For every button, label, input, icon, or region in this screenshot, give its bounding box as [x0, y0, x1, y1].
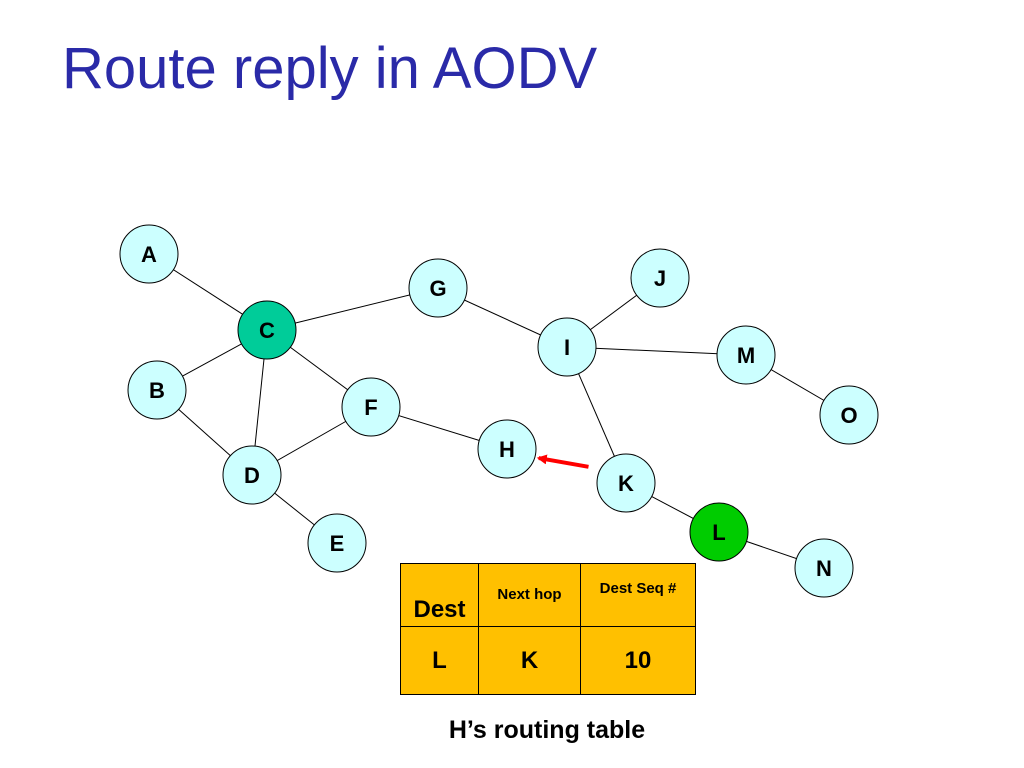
route-reply-arrow	[536, 454, 589, 469]
node-m: M	[716, 325, 776, 385]
node-m-label: M	[737, 343, 755, 368]
node-a-label: A	[141, 242, 157, 267]
arrow-layer	[536, 454, 589, 469]
node-i: I	[537, 317, 597, 377]
node-f-label: F	[364, 395, 377, 420]
nodes-layer: A B C D E F G H I J K L M N O	[119, 224, 879, 598]
node-i-label: I	[564, 335, 570, 360]
table-row: L K 10	[400, 626, 696, 695]
cell-dest: L	[400, 626, 479, 695]
node-h-circle	[477, 419, 537, 479]
node-o: O	[819, 385, 879, 445]
node-k-circle	[596, 453, 656, 513]
edge-i-m	[566, 346, 747, 356]
node-n-circle	[794, 538, 854, 598]
node-c: C	[237, 300, 297, 360]
cell-next-hop: K	[478, 626, 581, 695]
node-l: L	[689, 502, 749, 562]
node-m-circle	[716, 325, 776, 385]
node-g-label: G	[429, 276, 446, 301]
node-i-circle	[537, 317, 597, 377]
node-l-circle	[689, 502, 749, 562]
header-cell-dest: Dest	[400, 563, 479, 627]
node-e-label: E	[330, 531, 345, 556]
node-o-label: O	[840, 403, 857, 428]
node-g: G	[408, 258, 468, 318]
node-k-label: K	[618, 471, 634, 496]
node-h: H	[477, 419, 537, 479]
node-f-circle	[341, 377, 401, 437]
node-c-label: C	[259, 318, 275, 343]
node-j-label: J	[654, 266, 666, 291]
node-j: J	[630, 248, 690, 308]
node-n-label: N	[816, 556, 832, 581]
slide-title: Route reply in AODV	[62, 36, 598, 101]
node-b-label: B	[149, 378, 165, 403]
node-d-circle	[222, 445, 282, 505]
node-b-circle	[127, 360, 187, 420]
node-k: K	[596, 453, 656, 513]
node-l-label: L	[712, 520, 725, 545]
node-e-circle	[307, 513, 367, 573]
node-a: A	[119, 224, 179, 284]
node-f: F	[341, 377, 401, 437]
header-cell-next-hop: Next hop	[478, 563, 581, 627]
node-j-circle	[630, 248, 690, 308]
header-dest-seq: Dest Seq #	[599, 580, 677, 597]
header-dest: Dest	[413, 596, 466, 623]
header-cell-dest-seq: Dest Seq #	[580, 563, 696, 627]
node-a-circle	[119, 224, 179, 284]
node-e: E	[307, 513, 367, 573]
node-h-label: H	[499, 437, 515, 462]
routing-table-header-row: Dest Next hop Dest Seq #	[400, 563, 696, 627]
node-n: N	[794, 538, 854, 598]
node-o-circle	[819, 385, 879, 445]
cell-dest-seq: 10	[580, 626, 696, 695]
header-next-hop: Next hop	[497, 586, 562, 603]
node-g-circle	[408, 258, 468, 318]
node-d-label: D	[244, 463, 260, 488]
node-b: B	[127, 360, 187, 420]
routing-table: Dest Next hop Dest Seq # L K 10	[400, 563, 696, 695]
node-c-circle	[237, 300, 297, 360]
table-caption: H’s routing table	[448, 716, 646, 744]
node-d: D	[222, 445, 282, 505]
